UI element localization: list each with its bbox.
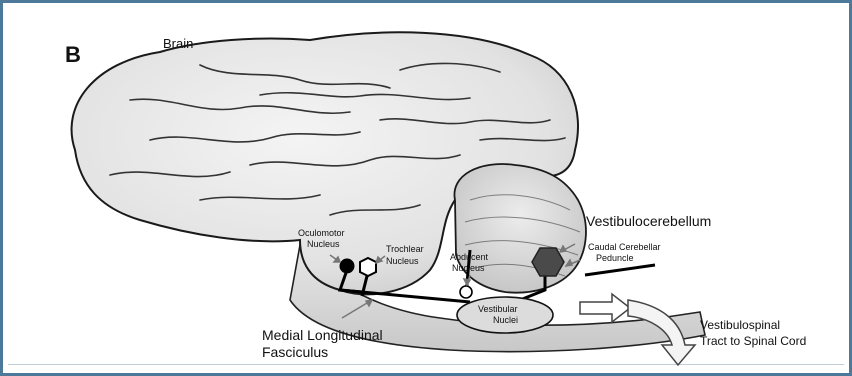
cerebellum bbox=[454, 164, 586, 293]
mlf-label-1: Medial Longitudinal bbox=[262, 327, 383, 343]
caudal-peduncle-label-1: Caudal Cerebellar bbox=[588, 242, 661, 252]
vestibular-label-2: Nuclei bbox=[493, 315, 518, 325]
trochlear-label-1: Trochlear bbox=[386, 244, 424, 254]
brain-label: Brain bbox=[163, 36, 193, 51]
vestibulospinal-label-2: Tract to Spinal Cord bbox=[700, 334, 806, 348]
vestibulocerebellum-label: Vestibulocerebellum bbox=[586, 213, 711, 229]
trochlear-nucleus bbox=[360, 258, 376, 276]
oculomotor-label-2: Nucleus bbox=[307, 239, 340, 249]
abducent-label-1: Abducent bbox=[450, 252, 489, 262]
trochlear-label-2: Nucleus bbox=[386, 256, 419, 266]
abducent-nucleus bbox=[460, 286, 472, 298]
oculomotor-nucleus bbox=[340, 259, 354, 273]
vestibular-output-arrow bbox=[580, 294, 630, 322]
panel-letter: B bbox=[65, 42, 81, 67]
caudal-peduncle-label-2: Peduncle bbox=[596, 253, 634, 263]
vestibular-label-1: Vestibular bbox=[478, 304, 518, 314]
mlf-label-2: Fasciculus bbox=[262, 344, 328, 360]
vestibulospinal-label-1: Vestibulospinal bbox=[700, 318, 780, 332]
abducent-label-2: Nucleus bbox=[452, 263, 485, 273]
oculomotor-label-1: Oculomotor bbox=[298, 228, 345, 238]
